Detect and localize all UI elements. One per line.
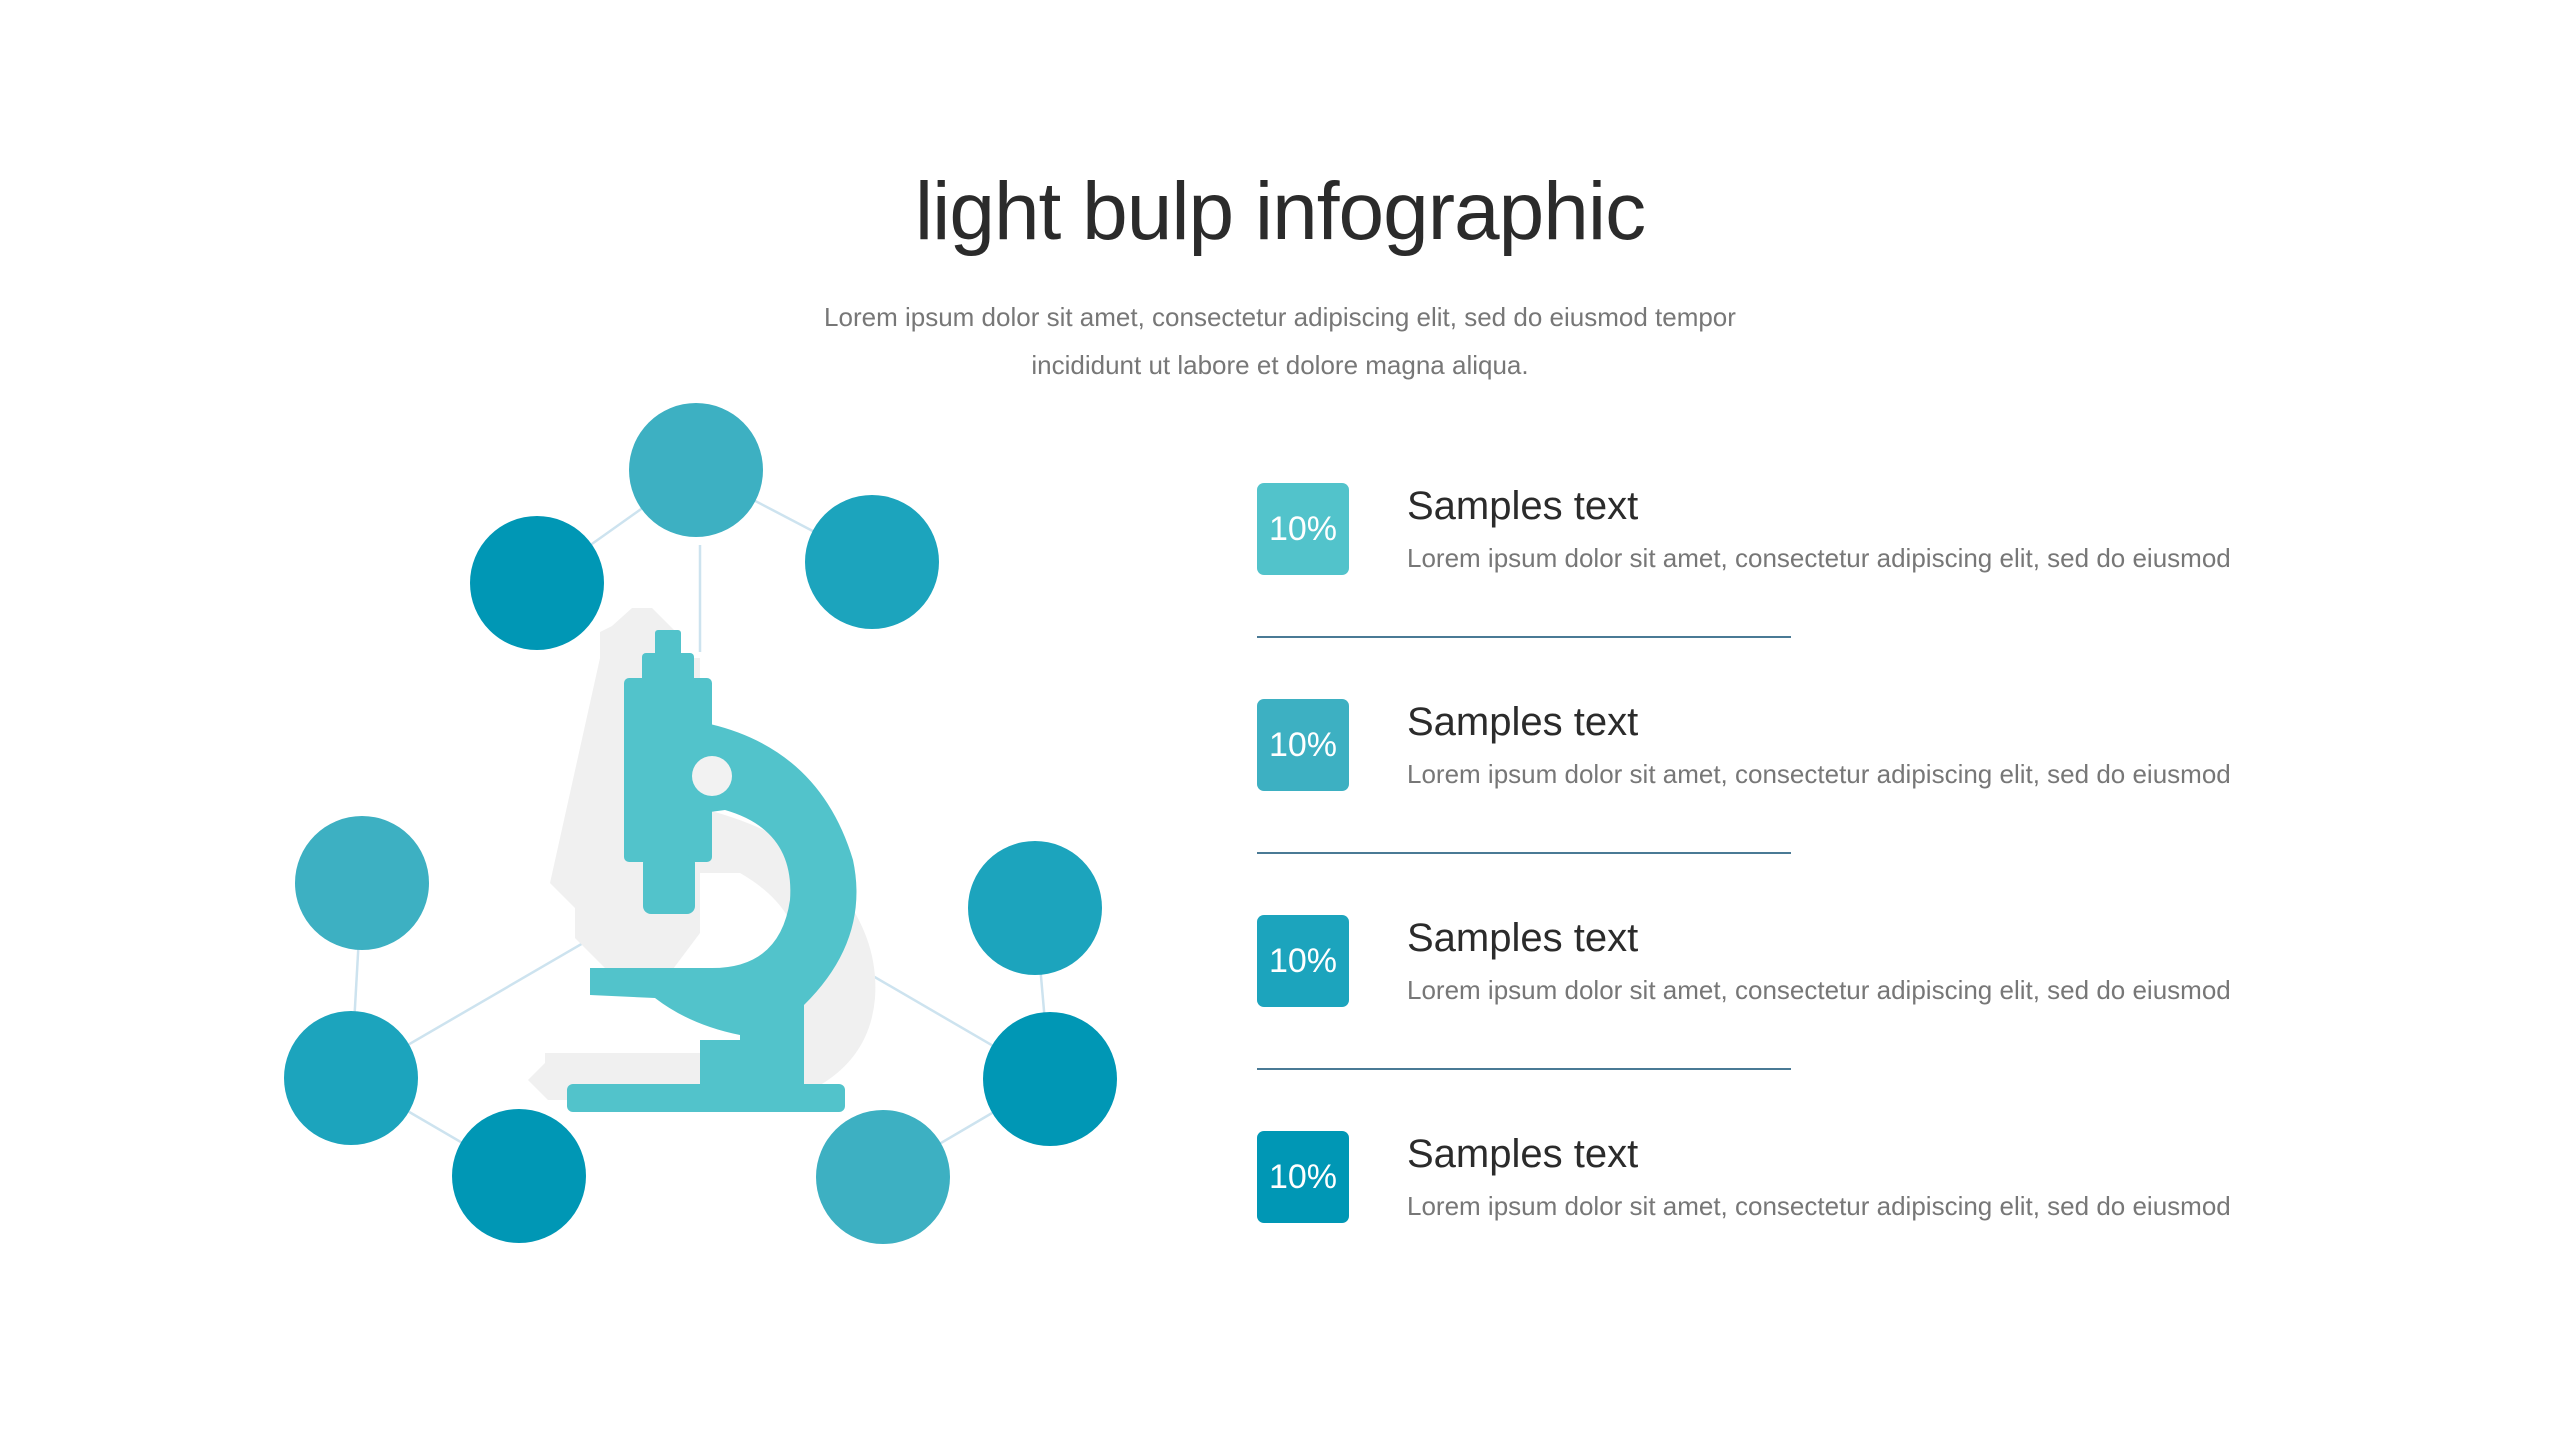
node-circle [805,495,939,629]
network-circles [284,403,1117,1244]
node-circle [452,1109,586,1243]
divider [1257,1068,1791,1070]
divider [1257,852,1791,854]
node-circle [816,1110,950,1244]
subtitle-line-1: Lorem ipsum dolor sit amet, consectetur … [824,302,1736,332]
item-heading: Samples text [1407,700,1639,744]
percent-badge: 10% [1257,483,1349,575]
divider [1257,636,1791,638]
node-circle [295,816,429,950]
percent-badge: 10% [1257,915,1349,1007]
page-title: light bulp infographic [914,166,1646,257]
percent-badge: 10% [1257,1131,1349,1223]
item-heading: Samples text [1407,916,1639,960]
item-heading: Samples text [1407,1132,1639,1176]
node-circle [629,403,763,537]
item-description: Lorem ipsum dolor sit amet, consectetur … [1407,1191,2231,1221]
subtitle-line-2: incididunt ut labore et dolore magna ali… [1031,350,1529,380]
microscope-icon [567,630,857,1112]
item-description: Lorem ipsum dolor sit amet, consectetur … [1407,543,2231,573]
node-circle [284,1011,418,1145]
microscope-network-diagram [284,403,1117,1244]
percent-badge: 10% [1257,699,1349,791]
item-description: Lorem ipsum dolor sit amet, consectetur … [1407,759,2231,789]
node-circle [470,516,604,650]
item-description: Lorem ipsum dolor sit amet, consectetur … [1407,975,2231,1005]
item-heading: Samples text [1407,484,1639,528]
node-circle [968,841,1102,975]
node-circle [983,1012,1117,1146]
